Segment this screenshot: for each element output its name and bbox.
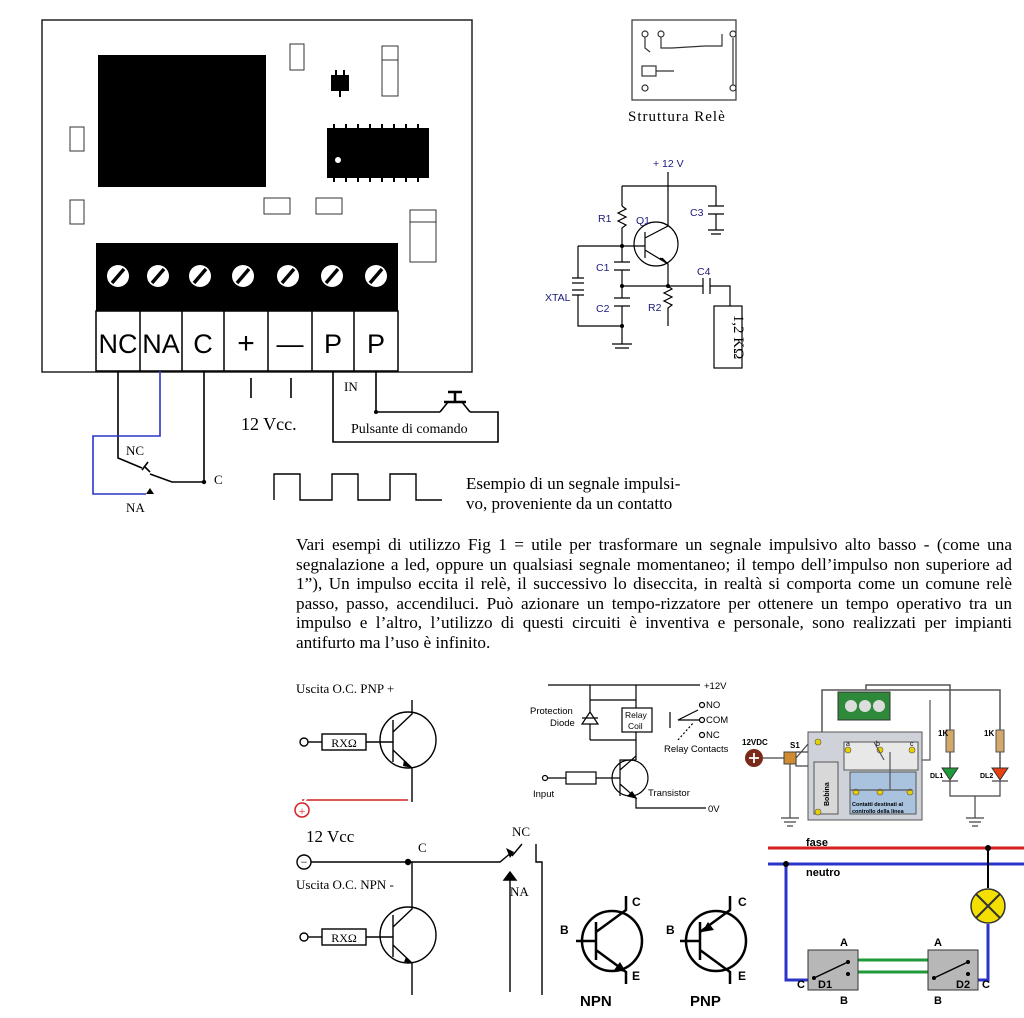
terminal-na: NA: [142, 329, 180, 359]
deviator-d2: [927, 949, 979, 991]
npn-label: NPN: [580, 993, 612, 1010]
relay-driver-circuit: [541, 684, 706, 809]
driver-input: Input: [533, 789, 554, 800]
button-label: Pulsante di comando: [351, 422, 468, 437]
transistor-symbols: [576, 896, 748, 984]
pnp-label: PNP: [690, 993, 721, 1010]
board-wiring: [92, 371, 499, 495]
d1-label: D1: [818, 979, 832, 991]
npn-resistor-label: RXΩ: [331, 931, 357, 945]
relay-board: NC NA C + — P P: [41, 19, 473, 373]
module-12vdc: 12VDC: [742, 738, 768, 747]
d2-c: C: [982, 979, 990, 991]
driver-nc: NC: [706, 730, 720, 741]
neutro-label: neutro: [806, 867, 841, 879]
module-s1: S1: [790, 741, 800, 750]
d2-b: B: [934, 995, 942, 1007]
d1-a: A: [840, 937, 848, 949]
module-contacts-1: Contatti destinati al: [852, 802, 904, 808]
npn-output-label: Uscita O.C. NPN -: [296, 877, 394, 892]
signal-description-line1: Esempio di un segnale impulsi-: [466, 474, 681, 493]
output-c-label: C: [418, 840, 427, 855]
deviator-circuit: [768, 846, 1024, 982]
plus-symbol: +: [299, 804, 306, 818]
driver-protection-1: Protection: [530, 706, 573, 717]
driver-transistor: Transistor: [648, 788, 690, 799]
minus-symbol: −: [301, 855, 308, 869]
module-dl2: DL2: [980, 773, 993, 780]
terminal-p2: P: [367, 329, 385, 359]
driver-contacts: Relay Contacts: [664, 744, 729, 755]
module-bobina: Bobina: [824, 782, 831, 806]
switch-na-label: NA: [126, 500, 145, 515]
driver-no: NO: [706, 700, 720, 711]
osc-supply: + 12 V: [653, 158, 684, 170]
pnp-c: C: [738, 895, 747, 909]
description-paragraph: Vari esempi di utilizzo Fig 1 = utile pe…: [296, 535, 1012, 652]
terminal-minus: —: [277, 329, 304, 359]
driver-0v: 0V: [708, 804, 720, 815]
pnp-b: B: [666, 923, 675, 937]
osc-c1: C1: [596, 262, 610, 274]
osc-r2: R2: [648, 302, 662, 314]
d2-label: D2: [956, 979, 970, 991]
module-a: a: [846, 741, 850, 748]
osc-xtal: XTAL: [545, 292, 571, 304]
pnp-resistor-label: RXΩ: [331, 736, 357, 750]
pnp-e: E: [738, 969, 746, 983]
osc-c4: C4: [697, 266, 711, 278]
output-transistors: [296, 700, 543, 995]
driver-coil-2: Coil: [628, 721, 643, 731]
osc-c2: C2: [596, 303, 610, 315]
module-contacts-2: controllo della linea: [852, 809, 905, 815]
pnp-output-label: Uscita O.C. PNP +: [296, 681, 394, 696]
terminal-c: C: [193, 329, 213, 359]
module-b: b: [876, 741, 880, 748]
relay-structure-caption: Struttura Relè: [628, 109, 726, 125]
output-na-label: NA: [510, 884, 529, 899]
driver-coil-1: Relay: [625, 710, 647, 720]
driver-com: COM: [706, 715, 728, 726]
d2-a: A: [934, 937, 942, 949]
driver-12v: +12V: [704, 681, 727, 692]
module-1k-b: 1K: [984, 729, 994, 738]
oscillator-circuit: [572, 172, 743, 369]
osc-load-resistor: 1,2 KΩ: [730, 315, 746, 359]
osc-c3: C3: [690, 207, 704, 219]
switch-nc-label: NC: [126, 443, 144, 458]
plus-terminal-icon: [294, 802, 310, 818]
npn-b: B: [560, 923, 569, 937]
module-dl1: DL1: [930, 773, 943, 780]
in-label: IN: [344, 379, 358, 394]
module-1k-a: 1K: [938, 729, 948, 738]
signal-description: Esempio di un segnale impulsi-vo, proven…: [466, 474, 736, 514]
output-12vcc-label: 12 Vcc: [306, 827, 355, 846]
d1-b: B: [840, 995, 848, 1007]
output-nc-label: NC: [512, 824, 530, 839]
npn-e: E: [632, 969, 640, 983]
relay-structure: [631, 19, 737, 101]
supply-12vcc-label: 12 Vcc.: [241, 414, 297, 434]
driver-protection-2: Diode: [550, 718, 575, 729]
fase-label: fase: [806, 837, 828, 849]
terminal-p1: P: [324, 329, 342, 359]
relay-module-illustration: [745, 684, 1009, 827]
osc-r1: R1: [598, 213, 612, 225]
d1-c: C: [797, 979, 805, 991]
terminal-nc: NC: [99, 329, 138, 359]
switch-c-label: C: [214, 472, 223, 487]
pulse-waveform: [273, 473, 442, 501]
npn-c: C: [632, 895, 641, 909]
signal-description-line2: vo, proveniente da un contatto: [466, 494, 673, 513]
deviator-d1: [807, 949, 859, 991]
terminal-plus: +: [237, 327, 255, 360]
module-c: c: [910, 741, 914, 748]
osc-q1: Q1: [636, 215, 650, 227]
